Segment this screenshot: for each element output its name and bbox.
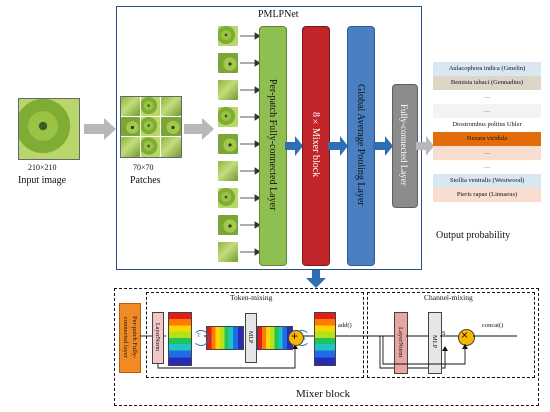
mixer-stack-label: 8×Mixer block	[310, 112, 321, 178]
arrow-mixer-to-gap	[328, 136, 348, 156]
pmlpnet-title: PMLPNet	[258, 9, 299, 20]
patches-grid	[120, 96, 182, 158]
mixer-per-patch-label: Per-patch Fully-connected layer	[122, 315, 138, 359]
patch	[121, 137, 140, 157]
token-mixed-map	[257, 326, 293, 350]
output-row: …	[433, 104, 541, 118]
channel-mixing-title: Channel-mixing	[424, 293, 473, 302]
output-row: …	[433, 90, 541, 104]
arrow-gap-to-fc	[373, 136, 393, 156]
token-mixing-title: Token-mixing	[230, 293, 273, 302]
token-transpose-back-label: T	[303, 336, 307, 342]
output-row: …	[433, 160, 541, 174]
channel-mixing-frame	[367, 292, 535, 378]
arrow-fc-to-output	[416, 136, 434, 156]
patch	[218, 80, 238, 100]
arrow-to-mixer-detail	[306, 270, 326, 288]
mixer-detail-caption: Mixer block	[296, 388, 351, 400]
patch	[218, 53, 238, 73]
transposed-feature-map	[206, 326, 244, 350]
per-patch-fc-label: Per-patch Fully-connected Layer	[267, 79, 278, 211]
patch	[218, 161, 238, 181]
token-mlp-block	[245, 313, 257, 363]
output-row: Aulacophora indica (Gmelin)	[433, 62, 541, 76]
token-mlp-label: MLP	[247, 330, 253, 344]
patch	[218, 26, 238, 46]
patch-column	[218, 26, 240, 266]
patch	[141, 97, 160, 116]
patch	[218, 107, 238, 127]
output-row: Stollia ventralis (Westwood)	[433, 174, 541, 188]
channel-connectors	[373, 335, 517, 365]
concat-circle	[458, 329, 475, 346]
patch	[161, 117, 181, 136]
patch	[141, 137, 160, 157]
channel-layernorm-label: LayerNorm	[397, 326, 404, 358]
patch	[161, 97, 181, 116]
output-row: Diostrombus politus Uhler	[433, 118, 541, 132]
output-caption: Output probability	[436, 230, 511, 241]
gap-label: Global Average Pooling Layer	[355, 84, 366, 206]
add-circle	[288, 330, 304, 346]
token-layernorm-block	[152, 312, 164, 364]
patch	[141, 117, 160, 136]
s-label: S	[442, 330, 446, 337]
input-size-label: 210×210	[28, 163, 57, 172]
patch	[218, 134, 238, 154]
token-mixing-frame	[146, 292, 364, 378]
mixer-per-patch-block	[119, 303, 141, 373]
patch-connectors	[240, 32, 260, 256]
patch	[121, 97, 140, 116]
patch	[218, 215, 238, 235]
add-plus-symbol: +	[291, 329, 299, 343]
patch	[121, 117, 140, 136]
per-patch-fc-block	[259, 26, 287, 266]
input-image	[18, 98, 80, 160]
patch	[218, 242, 238, 262]
output-row: …	[433, 146, 541, 160]
pmlpnet-frame	[116, 6, 422, 270]
patches-size-label: 70×70	[133, 163, 154, 172]
mixer-detail-frame	[114, 288, 539, 406]
arrow-input-to-patches	[84, 118, 116, 140]
gap-block	[347, 26, 375, 266]
concat-times-symbol: ×	[461, 328, 469, 342]
patches-caption: Patches	[130, 175, 161, 186]
input-caption: Input image	[18, 175, 67, 186]
token-layernorm-label: LayerNorm	[154, 323, 160, 351]
mixer-stack-block	[302, 26, 330, 266]
patch	[218, 188, 238, 208]
output-row: Pieris rapae (Linnaeus)	[433, 188, 541, 202]
channel-mlp-label: MLP	[431, 335, 438, 349]
fc-label: Fully-connected Layer	[399, 104, 409, 186]
output-row: Bemisia tabaci (Gennadius)	[433, 76, 541, 90]
output-row-highlighted: Nezara viridula	[433, 132, 541, 146]
token-transpose-arrow	[193, 330, 209, 346]
arrow-patches-to-column	[184, 118, 214, 140]
channel-mlp-block	[428, 312, 442, 374]
arrow-fc-to-mixer	[285, 136, 303, 156]
token-feature-map	[168, 312, 192, 366]
patch	[161, 137, 181, 157]
channel-layernorm-block	[394, 312, 408, 374]
concat-label: concat()	[482, 322, 504, 329]
token-output-map	[314, 312, 336, 366]
output-table: Aulacophora indica (Gmelin) Bemisia taba…	[433, 62, 541, 202]
add-label: add()	[338, 322, 352, 329]
token-transpose-label: T	[197, 333, 201, 339]
